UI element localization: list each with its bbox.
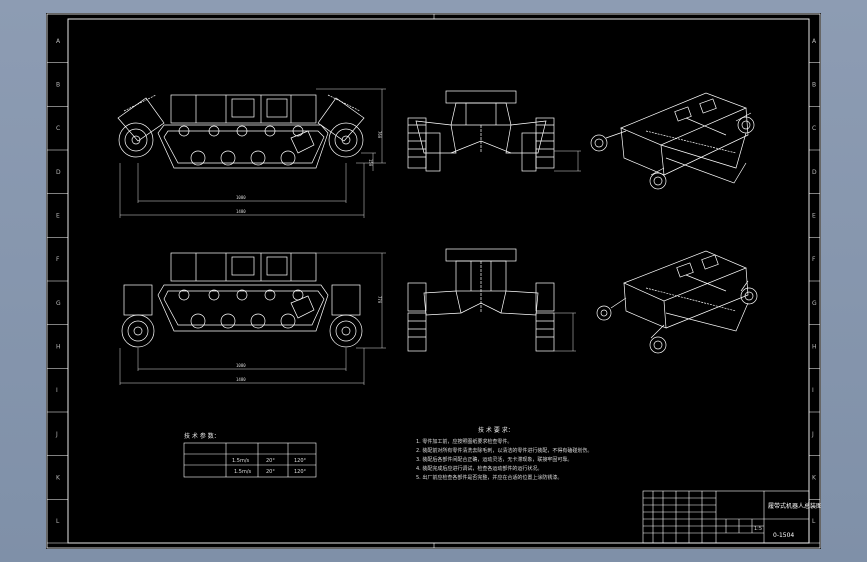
dim-length-upper: 1080 [236,195,246,200]
dim-height-lower: 770 [377,296,382,304]
drawing-scale: 1:5 [754,526,762,532]
row-zone-labels-right: A B C D E F G H I J K L [809,38,820,544]
side-view-upper-dims [119,88,386,218]
row-zone-H: H [812,344,817,351]
tech-req-line-4: 4. 装配完成后应进行调试，检查各运动部件的运行状况。 [416,465,542,472]
drawing-name: 履带式机器人总装图 [768,502,821,510]
isometric-view-lower [596,250,758,354]
row-zone-C: C [56,125,60,132]
param-angle-1: 120° [294,458,307,464]
row-zone-F: F [812,256,816,263]
row-zone-J: J [55,431,58,438]
side-view-upper [117,94,365,169]
param-slope-2: 20° [266,469,275,475]
drawing-number: 0-1504 [773,532,794,539]
row-zone-K: K [812,475,817,482]
row-zone-G: G [56,300,61,307]
row-zone-B: B [56,82,60,89]
tech-req-line-1: 1. 零件加工前，应按照图纸要求检查零件。 [416,438,512,445]
row-zone-E: E [56,213,60,220]
row-zone-L: L [56,518,60,525]
param-speed-2: 1.5m/s [234,469,252,475]
side-view-lower [121,252,363,348]
row-zone-J: J [811,431,814,438]
param-slope-1: 20° [266,458,275,464]
isometric-view-upper [590,92,755,190]
front-view-lower-dims [554,312,576,352]
front-view-upper [407,90,555,172]
row-zone-A: A [56,38,61,45]
tech-req-line-3: 3. 装配后各部件间配合正确，运动灵活，无卡滞现象，联接牢固可靠。 [416,456,572,463]
row-zone-A: A [812,38,817,45]
row-zone-G: G [812,300,817,307]
tech-req-line-5: 5. 出厂前应检查各部件是否完整，并应在合适的位置上涂防锈漆。 [416,474,562,481]
dim-overall-lower: 1480 [236,377,246,382]
side-view-lower-dims [119,252,386,385]
row-zone-F: F [56,256,60,263]
parameters-table-title: 技 术 参 数： [184,432,220,440]
row-zone-I: I [812,387,814,394]
dim-ground-upper: 150 [368,159,373,167]
row-zone-labels-left: A B C D E F G H I J K L [47,38,68,544]
front-view-upper-dims [554,150,581,172]
title-block [642,490,810,544]
param-angle-2: 120° [294,469,307,475]
row-zone-D: D [56,169,61,176]
row-zone-L: L [812,518,816,525]
parameters-table [183,442,317,478]
row-zone-B: B [812,82,816,89]
row-zone-E: E [812,213,816,220]
param-speed-1: 1.5m/s [232,458,250,464]
row-zone-C: C [812,125,816,132]
tech-req-line-2: 2. 装配前对所有零件清洗去除毛刺，以清洁的零件进行装配，不得有磕碰划伤。 [416,447,592,454]
row-zone-H: H [56,344,61,351]
dim-overall-upper: 1480 [236,209,246,214]
dim-length-lower: 1080 [236,363,246,368]
tech-requirements-title: 技 术 要 求： [478,426,514,434]
front-view-lower [407,248,555,352]
row-zone-D: D [812,169,817,176]
row-zone-I: I [56,387,58,394]
row-zone-K: K [56,475,61,482]
dim-height-upper: 760 [377,131,382,139]
